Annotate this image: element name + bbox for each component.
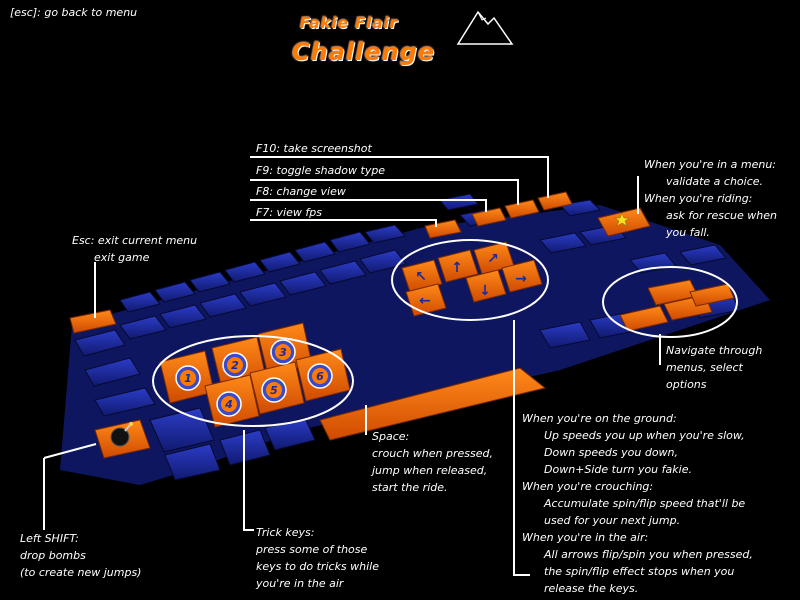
arrow-icon: ↑ [451, 260, 463, 276]
trick-burst-icons: 1 2 3 4 [175, 339, 333, 417]
f8-key [471, 207, 507, 227]
f8-label: F8: change view [256, 185, 346, 198]
arrows-line-9: All arrows flip/spin you when pressed, [544, 548, 753, 561]
highlighted-keys [69, 191, 735, 459]
arrows-line-10: the spin/flip effect stops when you [544, 565, 735, 578]
space-line-4: start the ride. [372, 481, 448, 494]
arrow-key-ul [401, 259, 443, 293]
arrow-icon: ↖ [415, 269, 427, 285]
trick-key-label: 2 [231, 359, 239, 372]
f9-key [504, 199, 540, 219]
trick-line-3: keys to do tricks while [256, 560, 380, 573]
f9-label: F9: toggle shadow type [256, 164, 386, 177]
shift-description: Left SHIFT: drop bombs (to create new ju… [20, 530, 141, 581]
space-description: Space: crouch when pressed, jump when re… [372, 428, 493, 496]
navigate-description: Navigate through menus, select options [666, 342, 762, 393]
navigate-line-3: options [666, 378, 707, 391]
arrows-line-1: When you're on the ground: [522, 412, 677, 425]
f10-label: F10: take screenshot [256, 142, 372, 155]
arrows-line-4: Down+Side turn you fakie. [544, 463, 692, 476]
arrows-line-6: Accumulate spin/flip speed that'll be [544, 497, 746, 510]
arrow-icon: ↓ [479, 283, 491, 299]
back-to-menu-hint: [esc]: go back to menu [10, 6, 138, 19]
arrow-key-down [465, 269, 507, 303]
logo-line-1: Fakie Flair [300, 14, 399, 32]
trick-key-label: 1 [184, 372, 192, 385]
arrows-line-2: Up speeds you up when you're slow, [544, 429, 745, 442]
arrows-line-7: used for your next jump. [544, 514, 681, 527]
arrow-icon: ↗ [487, 251, 499, 267]
trick-key-label: 6 [316, 370, 324, 383]
nav-key-4 [689, 283, 735, 307]
trick-line-1: Trick keys: [256, 526, 315, 539]
enter-description: When you're in a menu: validate a choice… [644, 156, 777, 241]
arrows-line-3: Down speeds you down, [544, 446, 679, 459]
enter-line-3: When you're riding: [644, 192, 753, 205]
star-icon [614, 212, 630, 227]
enter-line-4: ask for rescue when [666, 209, 777, 222]
navigate-line-1: Navigate through [666, 344, 763, 357]
game-logo: Fakie Flair Challenge [286, 6, 516, 70]
enter-line-1: When you're in a menu: [644, 158, 776, 171]
trick-key-label: 5 [270, 384, 278, 397]
arrows-line-8: When you're in the air: [522, 531, 649, 544]
arrows-line-5: When you're crouching: [522, 480, 654, 493]
trick-description: Trick keys: press some of those keys to … [256, 524, 379, 592]
shift-line-2: drop bombs [20, 549, 86, 562]
arrow-key-up [437, 249, 479, 283]
space-line-3: jump when released, [372, 464, 488, 477]
arrow-icon: ← [419, 293, 431, 309]
arrow-icons: ↖ ↑ ↗ ← ↓ → [415, 251, 527, 309]
space-line-2: crouch when pressed, [372, 447, 493, 460]
esc-line-1: Esc: exit current menu [72, 234, 198, 247]
trick-key-label: 3 [279, 346, 287, 359]
shift-line-3: (to create new jumps) [20, 566, 142, 579]
trick-key-label: 4 [224, 398, 233, 411]
arrows-line-11: release the keys. [544, 582, 639, 595]
esc-description: Esc: exit current menu exit game [72, 232, 197, 266]
bomb-icon [110, 422, 133, 447]
arrow-key-right [501, 259, 543, 293]
space-line-1: Space: [372, 430, 410, 443]
callout-lines [43, 156, 738, 576]
arrow-icon: → [515, 271, 527, 287]
space-key [319, 367, 547, 441]
mountain-icon [456, 10, 514, 45]
shift-line-1: Left SHIFT: [20, 532, 79, 545]
esc-line-2: exit game [94, 251, 150, 264]
nav-key-1 [619, 305, 669, 332]
f7-key [424, 219, 462, 239]
trick-line-2: press some of those [256, 543, 368, 556]
logo-line-2: Challenge [292, 38, 436, 66]
navigate-line-2: menus, select [666, 361, 743, 374]
esc-key [69, 309, 117, 334]
f10-key [537, 191, 573, 211]
enter-line-2: validate a choice. [666, 175, 764, 188]
keyboard-body: ↖ ↑ ↗ ← ↓ → 1 2 [60, 191, 770, 485]
enter-line-5: you fall. [666, 226, 710, 239]
arrows-description: When you're on the ground: Up speeds you… [522, 410, 753, 597]
trick-line-4: you're in the air [256, 577, 344, 590]
f7-label: F7: view fps [256, 206, 322, 219]
